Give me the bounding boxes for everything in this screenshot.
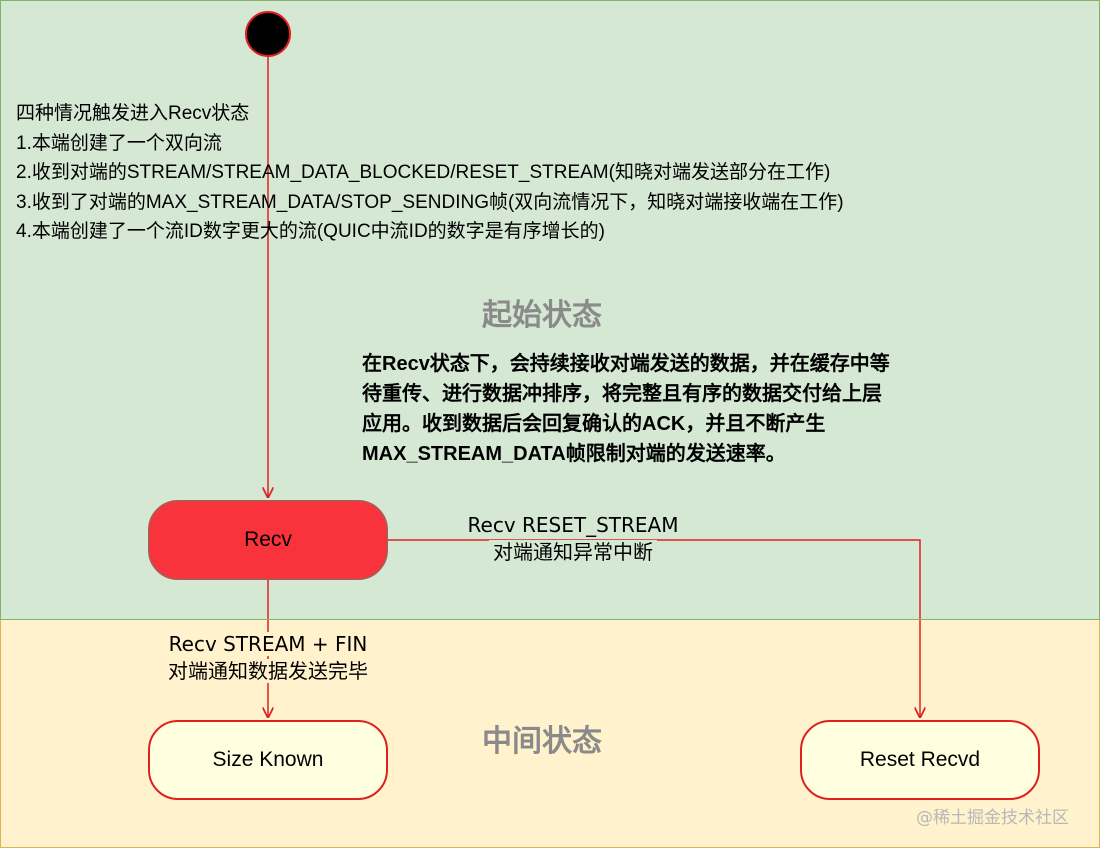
watermark: @稀土掘金技术社区 [916,808,1069,828]
recv-note-line-4: MAX_STREAM_DATA帧限制对端的发送速率。 [362,443,786,465]
entry-condition-3: 3.收到了对端的MAX_STREAM_DATA/STOP_SENDING帧(双向… [16,191,844,213]
transition-size-known-line-2: 对端通知数据发送完毕 [164,659,372,683]
initial-region-title: 起始状态 [482,298,602,333]
state-size-known: Size Known [148,720,388,800]
intermediate-region-title: 中间状态 [482,724,602,759]
entry-condition-title: 四种情况触发进入Recv状态 [16,103,250,124]
transition-label-reset: Recv RESET_STREAM 对端通知异常中断 [441,512,705,566]
state-recv: Recv [148,500,388,580]
entry-condition-2: 2.收到对端的STREAM/STREAM_DATA_BLOCKED/RESET_… [16,162,831,183]
transition-reset-line-1: Recv RESET_STREAM [463,513,683,537]
recv-note-line-3: 应用。收到数据后会回复确认的ACK，并且不断产生 [362,413,826,435]
recv-note-line-1: 在Recv状态下，会持续接收对端发送的数据，并在缓存中等 [362,353,890,375]
entry-conditions: 四种情况触发进入Recv状态 1.本端创建了一个双向流 2.收到对端的STREA… [16,99,844,247]
start-dot [245,11,291,57]
transition-label-size-known: Recv STREAM + FIN 对端通知数据发送完毕 [143,631,393,685]
recv-note-line-2: 待重传、进行数据冲排序，将完整且有序的数据交付给上层 [362,383,882,405]
state-reset-recvd: Reset Recvd [800,720,1040,800]
transition-reset-line-2: 对端通知异常中断 [489,540,657,564]
recv-state-note: 在Recv状态下，会持续接收对端发送的数据，并在缓存中等 待重传、进行数据冲排序… [362,349,890,469]
transition-size-known-line-1: Recv STREAM + FIN [164,632,372,656]
entry-condition-1: 1.本端创建了一个双向流 [16,132,222,154]
entry-condition-4: 4.本端创建了一个流ID数字更大的流(QUIC中流ID的数字是有序增长的) [16,221,606,242]
